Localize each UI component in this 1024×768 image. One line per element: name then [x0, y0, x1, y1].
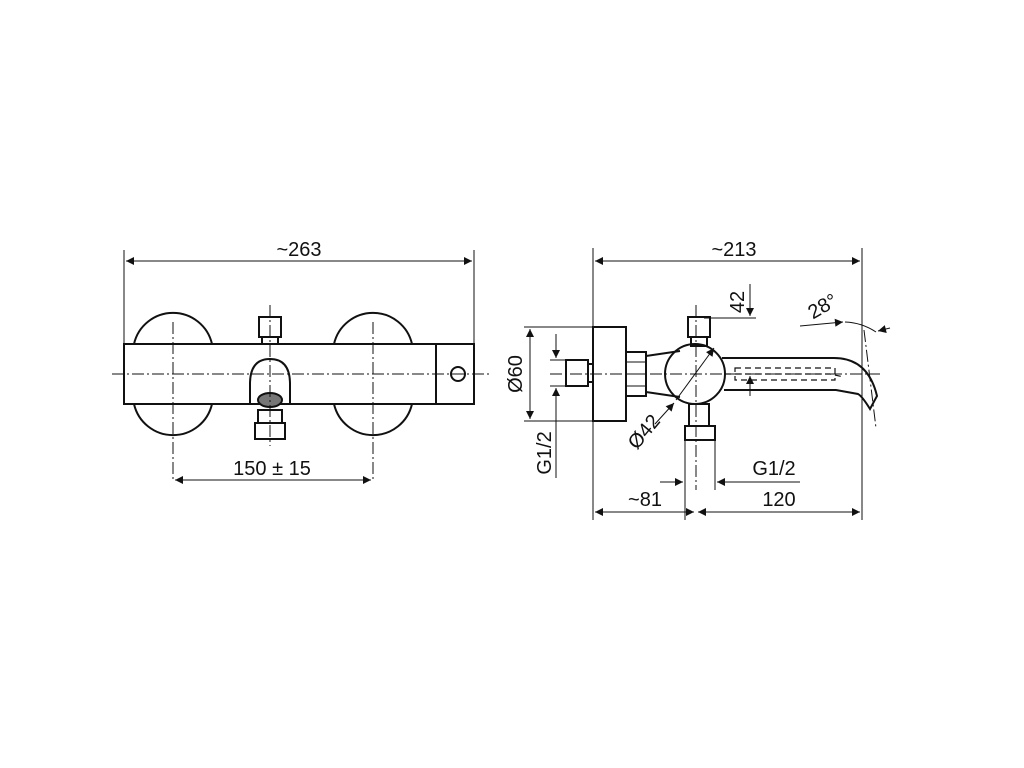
side-diameter-42-label: Ø42 — [624, 411, 665, 454]
side-knob — [687, 316, 711, 338]
hose-connector — [254, 422, 286, 440]
side-diameter-60-label: Ø60 — [505, 355, 527, 393]
side-thread-left-label: G1/2 — [534, 431, 556, 474]
dia42-dimension-line — [675, 347, 715, 401]
side-hose-connector — [684, 425, 716, 441]
side-42-label: 42 — [727, 291, 749, 313]
side-view: ~213 42 — [505, 239, 891, 520]
spout-side — [722, 357, 879, 412]
side-spout-length-label: 120 — [762, 489, 795, 511]
side-handle — [565, 359, 589, 387]
rosette-right-top — [333, 311, 413, 345]
dia42-leader-lower — [654, 402, 675, 425]
rosette-left-top — [133, 311, 213, 345]
spout-front — [249, 357, 291, 404]
rosette-left-bottom — [133, 403, 213, 437]
angle-arc — [844, 321, 877, 333]
side-angle-label: 28° — [804, 290, 841, 324]
side-knob-stem — [690, 336, 708, 347]
front-center-distance-label: 150 ± 15 — [233, 458, 311, 480]
side-offset-label: ~81 — [628, 489, 662, 511]
angle-leader-left — [799, 318, 844, 327]
side-hose-nut — [688, 403, 710, 427]
rosette-right-bottom — [333, 403, 413, 437]
side-overall-width-label: ~213 — [711, 239, 756, 261]
angle-reference-line — [863, 329, 877, 429]
end-cap-screw — [450, 366, 466, 382]
angle-leader-right — [877, 325, 891, 333]
front-overall-width-label: ~263 — [276, 239, 321, 261]
front-view: ~263 150 ± 15 — [112, 239, 490, 484]
side-thread-bottom-label: G1/2 — [752, 458, 795, 480]
